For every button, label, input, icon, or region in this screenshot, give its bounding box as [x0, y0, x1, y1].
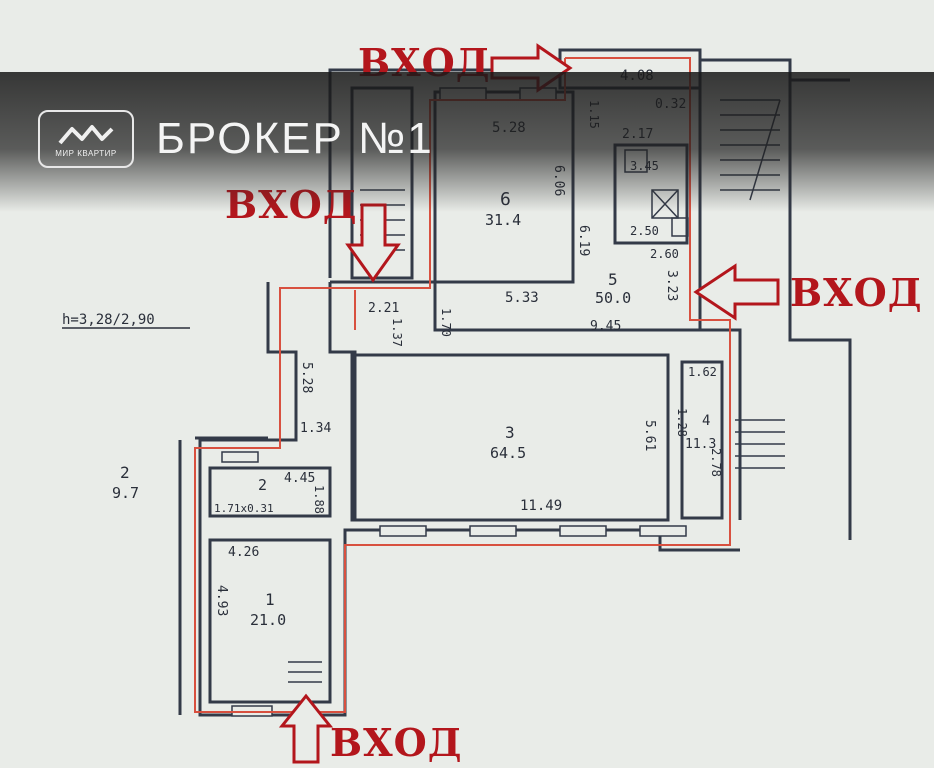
- ceiling-height: h=3,28/2,90: [62, 312, 155, 328]
- r4-area: 11.3: [685, 437, 716, 452]
- r3-area: 64.5: [490, 444, 526, 462]
- dim-r6-h2: 6.19: [576, 225, 591, 256]
- dim-r4-c: 2.78: [709, 448, 723, 477]
- dim-wc-d: 2.50: [630, 224, 659, 238]
- r1-area: 21.0: [250, 611, 286, 629]
- dim-r3-w: 11.49: [520, 498, 562, 514]
- r4-num: 4: [702, 413, 710, 429]
- r1-num: 1: [265, 590, 275, 609]
- entrance-left-label: ВХОД: [225, 182, 358, 227]
- dim-r5-h: 3.23: [664, 270, 679, 301]
- dim-wc-c: 3.45: [630, 159, 659, 173]
- entrance-right: ВХОД: [693, 263, 923, 321]
- dim-r5-d: 2.60: [650, 247, 679, 261]
- r2s-num: 2: [258, 476, 267, 494]
- entrance-bottom-label: ВХОД: [330, 720, 463, 765]
- entrance-top: ВХОД: [358, 40, 573, 93]
- dim-r6-top: 5.28: [492, 120, 526, 136]
- logo-subtitle: МИР КВАРТИР: [55, 148, 117, 158]
- entrance-top-label: ВХОД: [358, 40, 491, 85]
- dimensions: 4.08 1.15 0.32 2.17 3.45 2.50 2.60 5.28 …: [62, 68, 723, 629]
- dim-r1-w: 4.26: [228, 545, 259, 560]
- dim-corr-d: 5.28: [299, 362, 314, 393]
- dim-r6-h1: 6.06: [551, 165, 566, 196]
- r3-num: 3: [505, 423, 515, 442]
- r5-area: 50.0: [595, 289, 631, 307]
- brand-name: БРОКЕР №1: [156, 114, 434, 163]
- dim-wc-side: 1.15: [587, 100, 601, 129]
- r5-num: 5: [608, 270, 618, 289]
- dim-r1-h: 4.93: [214, 585, 229, 616]
- dim-wc-top: 4.08: [620, 68, 654, 84]
- dim-r4-a: 1.62: [688, 365, 717, 379]
- entrance-bottom: ВХОД: [278, 693, 463, 765]
- dim-r4-b: 1.28: [675, 408, 689, 437]
- dim-corr-a: 2.21: [368, 301, 399, 316]
- dim-r5-w: 9.45: [590, 319, 621, 334]
- house-roof-logo-icon: МИР КВАРТИР: [38, 110, 134, 168]
- entrance-right-label: ВХОД: [790, 270, 923, 315]
- dim-corr-e: 1.34: [300, 421, 331, 436]
- dim-r2s-a: 4.45: [284, 471, 315, 486]
- r6-area: 31.4: [485, 211, 521, 229]
- dim-r3-h: 5.61: [642, 420, 657, 451]
- dim-corr-c: 1.70: [439, 308, 453, 337]
- r6-num: 6: [500, 189, 511, 210]
- r2b-num: 2: [120, 463, 130, 482]
- dim-wc-b: 2.17: [622, 127, 653, 142]
- brand-watermark: МИР КВАРТИР БРОКЕР №1: [38, 110, 434, 168]
- r2b-area: 9.7: [112, 484, 139, 502]
- dim-wc-a: 0.32: [655, 97, 686, 112]
- dim-corr-b: 1.37: [390, 318, 404, 347]
- dim-r2s-b: 1.88: [312, 485, 326, 514]
- dim-r6-w: 5.33: [505, 290, 539, 306]
- dim-r2s-note: 1.71x0.31: [214, 502, 274, 515]
